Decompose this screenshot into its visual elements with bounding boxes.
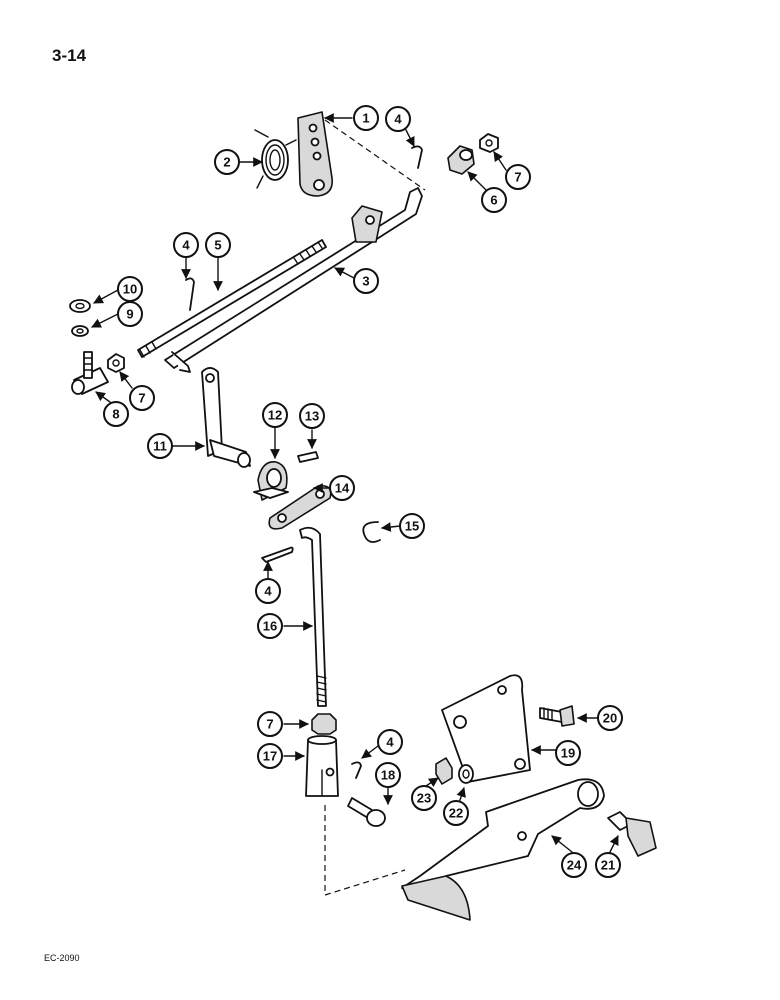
part-collar bbox=[253, 461, 289, 501]
part-pivot-bolt bbox=[607, 811, 657, 857]
callout-4-middle: 4 bbox=[255, 578, 281, 604]
part-hex-nut bbox=[435, 757, 453, 785]
svg-text:7: 7 bbox=[514, 170, 521, 185]
callout-23: 23 bbox=[411, 785, 437, 811]
part-bent-rod bbox=[164, 187, 423, 373]
figure-reference-code: EC-2090 bbox=[44, 953, 80, 963]
part-flat-nut bbox=[69, 299, 91, 313]
callout-5: 5 bbox=[205, 232, 231, 258]
callout-3: 3 bbox=[353, 268, 379, 294]
callout-14: 14 bbox=[329, 475, 355, 501]
svg-text:18: 18 bbox=[381, 768, 395, 783]
svg-text:20: 20 bbox=[603, 711, 617, 726]
callout-22: 22 bbox=[443, 800, 469, 826]
part-clevis-pin bbox=[347, 797, 386, 827]
callout-19: 19 bbox=[555, 740, 581, 766]
callouts: 1 2 3 4 4 5 6 7 10 9 7 8 11 12 13 14 15 … bbox=[91, 105, 623, 878]
svg-text:23: 23 bbox=[417, 791, 431, 806]
svg-text:10: 10 bbox=[123, 282, 137, 297]
callout-7-top: 7 bbox=[505, 164, 531, 190]
callout-13: 13 bbox=[299, 403, 325, 429]
svg-text:5: 5 bbox=[214, 238, 221, 253]
part-coupling bbox=[447, 145, 475, 175]
svg-text:22: 22 bbox=[449, 806, 463, 821]
callout-7-left: 7 bbox=[129, 385, 155, 411]
svg-text:17: 17 bbox=[263, 749, 277, 764]
part-pedal-bracket bbox=[441, 674, 531, 783]
svg-text:2: 2 bbox=[223, 155, 230, 170]
part-retaining-clip bbox=[362, 521, 381, 543]
svg-text:19: 19 bbox=[561, 746, 575, 761]
callout-21: 21 bbox=[595, 852, 621, 878]
callout-20: 20 bbox=[597, 705, 623, 731]
svg-text:7: 7 bbox=[138, 391, 145, 406]
callout-8: 8 bbox=[103, 401, 129, 427]
callout-16: 16 bbox=[257, 613, 283, 639]
svg-text:21: 21 bbox=[601, 858, 615, 873]
part-cotter-pin bbox=[185, 145, 423, 779]
part-clamp-block bbox=[71, 351, 109, 395]
callout-12: 12 bbox=[262, 402, 288, 428]
svg-text:13: 13 bbox=[305, 409, 319, 424]
svg-text:4: 4 bbox=[182, 238, 190, 253]
assembly-guide-lines bbox=[324, 119, 426, 896]
callout-24: 24 bbox=[561, 852, 587, 878]
callout-15: 15 bbox=[399, 513, 425, 539]
svg-text:8: 8 bbox=[112, 407, 119, 422]
svg-text:4: 4 bbox=[386, 735, 394, 750]
part-bolt bbox=[539, 705, 575, 727]
svg-text:12: 12 bbox=[268, 408, 282, 423]
svg-text:7: 7 bbox=[266, 717, 273, 732]
callout-7-bottom: 7 bbox=[257, 711, 283, 737]
callout-4-left: 4 bbox=[173, 232, 199, 258]
svg-text:3: 3 bbox=[362, 274, 369, 289]
part-pedal-arm bbox=[401, 778, 605, 921]
svg-text:4: 4 bbox=[394, 112, 402, 127]
svg-text:15: 15 bbox=[405, 519, 419, 534]
svg-text:9: 9 bbox=[126, 307, 133, 322]
callout-1: 1 bbox=[353, 105, 379, 131]
callout-10: 10 bbox=[117, 276, 143, 302]
part-nut bbox=[107, 133, 499, 735]
part-threaded-rod bbox=[137, 239, 327, 358]
part-torsion-spring bbox=[254, 129, 297, 189]
callout-11: 11 bbox=[147, 433, 173, 459]
part-lever-plate bbox=[297, 111, 334, 197]
svg-text:16: 16 bbox=[263, 619, 277, 634]
callout-2: 2 bbox=[214, 149, 240, 175]
svg-text:11: 11 bbox=[153, 439, 167, 454]
part-clevis bbox=[305, 735, 339, 797]
callout-4-top: 4 bbox=[385, 106, 411, 132]
callout-17: 17 bbox=[257, 743, 283, 769]
part-long-rod bbox=[299, 526, 327, 707]
part-lock-washer bbox=[71, 325, 89, 337]
page-number: 3-14 bbox=[52, 46, 87, 65]
svg-text:6: 6 bbox=[490, 193, 497, 208]
callout-4-bottom: 4 bbox=[377, 729, 403, 755]
svg-text:24: 24 bbox=[567, 858, 582, 873]
callout-6: 6 bbox=[481, 187, 507, 213]
svg-text:4: 4 bbox=[264, 584, 272, 599]
part-lever-arm bbox=[201, 367, 251, 468]
part-roll-pin bbox=[297, 451, 319, 463]
svg-text:14: 14 bbox=[335, 481, 350, 496]
part-washer bbox=[458, 764, 474, 784]
callout-18: 18 bbox=[375, 762, 401, 788]
svg-text:1: 1 bbox=[362, 111, 369, 126]
callout-9: 9 bbox=[117, 301, 143, 327]
